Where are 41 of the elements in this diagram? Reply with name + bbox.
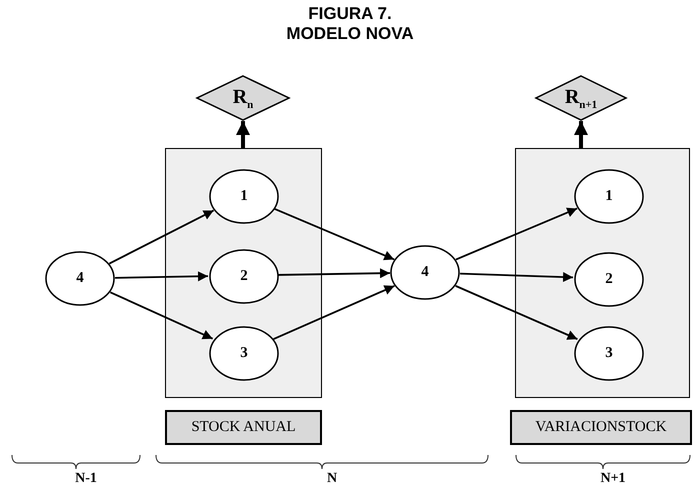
arrow bbox=[110, 291, 214, 340]
label-box bbox=[510, 410, 692, 445]
period-label: N bbox=[326, 471, 338, 487]
figure-title: FIGURA 7. MODELO NOVA bbox=[285, 4, 415, 44]
label-box bbox=[165, 410, 322, 445]
node-circle bbox=[574, 252, 644, 307]
decision-diamond bbox=[535, 75, 627, 121]
arrow bbox=[114, 271, 208, 282]
box-label: VARIACIONSTOCK bbox=[535, 419, 667, 436]
node-number: 1 bbox=[240, 188, 248, 205]
arrow bbox=[273, 285, 395, 340]
node-circle bbox=[209, 169, 279, 224]
arrow bbox=[273, 208, 395, 260]
variable-label: R$_{n+1}$ bbox=[564, 86, 598, 110]
group-box bbox=[515, 148, 690, 398]
node-number: 4 bbox=[421, 264, 429, 281]
node-circle bbox=[390, 245, 460, 300]
group-box bbox=[165, 148, 322, 398]
arrow bbox=[574, 121, 588, 148]
arrow bbox=[455, 285, 578, 340]
node-circle bbox=[574, 326, 644, 381]
node-number: 3 bbox=[240, 345, 248, 362]
node-circle bbox=[209, 249, 279, 304]
arrow bbox=[456, 208, 578, 260]
node-number: 2 bbox=[240, 268, 248, 285]
arrow bbox=[278, 268, 390, 278]
period-label: N-1 bbox=[74, 471, 98, 487]
variable-label: R$_{n}$ bbox=[232, 86, 254, 110]
arrow bbox=[108, 210, 214, 264]
node-circle bbox=[574, 169, 644, 224]
box-label: STOCK ANUAL bbox=[191, 419, 296, 436]
node-number: 2 bbox=[605, 271, 613, 288]
arrow bbox=[236, 121, 250, 148]
arrow bbox=[460, 272, 574, 282]
node-number: 1 bbox=[605, 188, 613, 205]
node-circle bbox=[209, 326, 279, 381]
node-circle bbox=[45, 251, 115, 306]
decision-diamond bbox=[196, 75, 290, 121]
period-label: N+1 bbox=[599, 471, 627, 487]
node-number: 3 bbox=[605, 345, 613, 362]
node-number: 4 bbox=[76, 270, 84, 287]
